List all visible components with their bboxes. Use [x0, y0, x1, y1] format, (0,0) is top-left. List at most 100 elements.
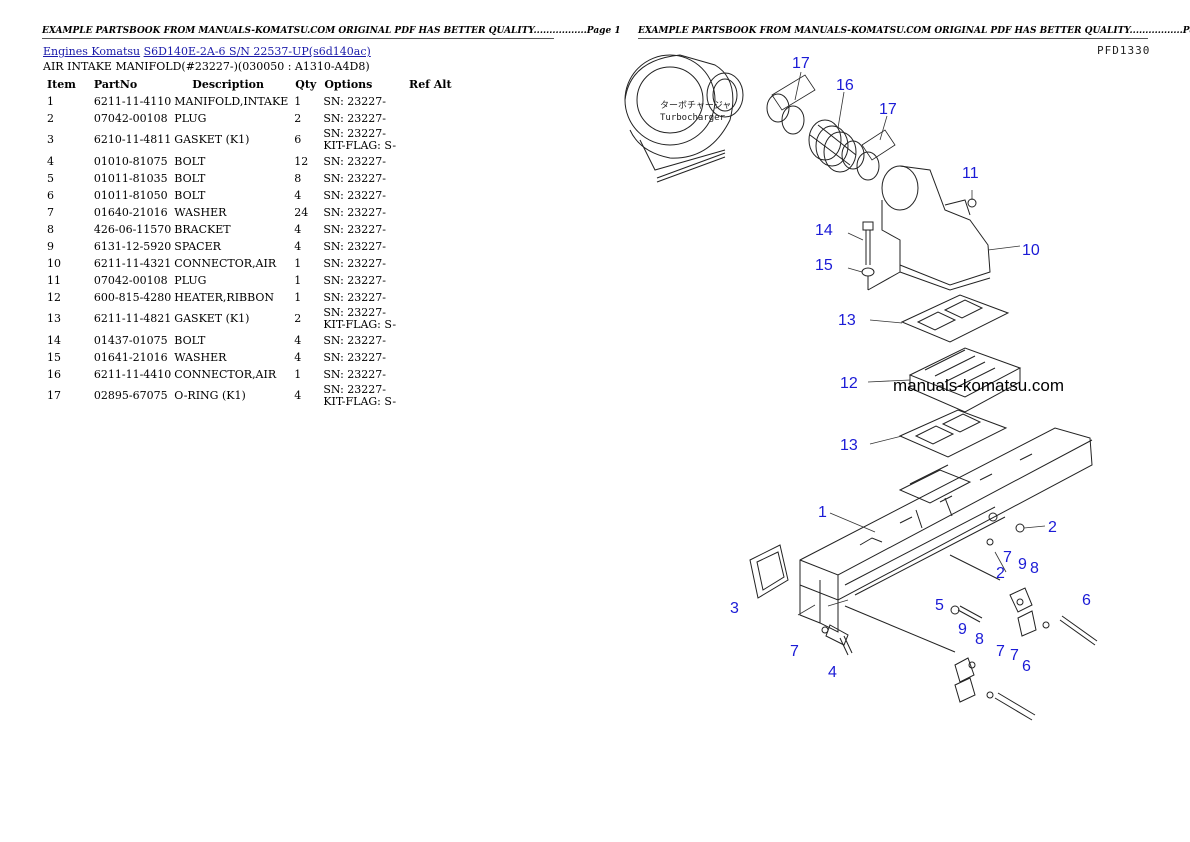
col-header-ref-alt: Ref Alt — [409, 77, 452, 91]
cell-item: 14 — [47, 333, 61, 347]
col-header-description: Description — [192, 77, 264, 91]
cell-qty: 4 — [294, 350, 302, 364]
options-sn: SN: 23227- — [323, 127, 386, 140]
cell-options: SN: 23227- — [320, 110, 399, 127]
options-sn: SN: 23227- — [323, 205, 386, 219]
callout-item-7: 7 — [790, 643, 799, 660]
cell-item: 8 — [47, 222, 54, 236]
callout-item-10: 10 — [1022, 242, 1040, 259]
cell-item: 15 — [47, 350, 61, 364]
cell-partno: 01641-21016 — [93, 350, 168, 364]
cell-options: SN: 23227-KIT-FLAG: S- — [320, 383, 399, 409]
cell-options: SN: 23227- — [320, 93, 399, 110]
options-sn: SN: 23227- — [323, 111, 386, 125]
cell-options: SN: 23227- — [320, 204, 399, 221]
cell-options: SN: 23227- — [320, 238, 399, 255]
cell-partno: 02895-67075 — [93, 389, 168, 402]
cell-qty: 4 — [294, 389, 302, 402]
cell-description: BOLT — [174, 154, 206, 168]
callout-item-9: 9 — [1018, 556, 1027, 573]
col-header-partno: PartNo — [93, 77, 138, 91]
cell-ref-alt — [399, 366, 456, 383]
cell-ref-alt — [399, 127, 456, 153]
cell-item: 12 — [47, 290, 61, 304]
cell-description: PLUG — [174, 111, 207, 125]
breadcrumb-link-engines[interactable]: Engines Komatsu — [43, 45, 141, 58]
cell-description: PLUG — [174, 273, 207, 287]
cell-options: SN: 23227-KIT-FLAG: S- — [320, 306, 399, 332]
options-kit-flag: KIT-FLAG: S- — [323, 318, 397, 331]
cell-ref-alt — [399, 110, 456, 127]
cell-partno: 6211-11-4410 — [93, 367, 172, 381]
mounting-hardware-drawing — [821, 554, 1098, 721]
cell-qty: 2 — [294, 312, 302, 325]
cell-options: SN: 23227- — [320, 187, 399, 204]
turbo-label-en: Turbocharger — [660, 113, 726, 123]
cell-qty: 4 — [294, 333, 302, 347]
callout-item-11: 11 — [962, 165, 979, 182]
cell-ref-alt — [399, 221, 456, 238]
col-header-qty: Qty — [295, 77, 317, 91]
air-connector-16-drawing — [808, 119, 857, 173]
callout-item-7: 7 — [996, 643, 1005, 660]
section-title: AIR INTAKE MANIFOLD(#23227-)(030050 : A1… — [43, 60, 370, 73]
callout-item-8: 8 — [1030, 560, 1039, 577]
callout-item-2: 2 — [1048, 519, 1057, 536]
gasket-13-upper-drawing — [900, 294, 1010, 343]
cell-partno: 600-815-4280 — [93, 290, 172, 304]
cell-partno: 426-06-11570 — [93, 222, 172, 236]
cell-options: SN: 23227- — [320, 153, 399, 170]
cell-options: SN: 23227- — [320, 332, 399, 349]
cell-ref-alt — [399, 204, 456, 221]
cell-partno: 6211-11-4110 — [93, 94, 172, 108]
cell-partno: 01640-21016 — [93, 205, 168, 219]
options-sn: SN: 23227- — [323, 94, 386, 108]
cell-item: 5 — [47, 171, 54, 185]
callout-item-3: 3 — [730, 600, 739, 617]
callout-item-5: 5 — [935, 597, 944, 614]
cell-partno: 6211-11-4321 — [93, 256, 172, 270]
options-sn: SN: 23227- — [323, 367, 386, 381]
cell-partno: 07042-00108 — [93, 273, 168, 287]
cell-description: O-RING (K1) — [174, 389, 246, 402]
cell-item: 6 — [47, 188, 54, 202]
cell-options: SN: 23227- — [320, 170, 399, 187]
callout-item-17: 17 — [792, 55, 810, 72]
cell-qty: 24 — [294, 205, 309, 219]
cell-description: HEATER,RIBBON — [174, 290, 275, 304]
callout-item-13: 13 — [840, 437, 858, 454]
breadcrumb: Engines Komatsu S6D140E-2A-6 S/N 22537-U… — [43, 45, 371, 58]
cell-item: 4 — [47, 154, 54, 168]
callout-item-1: 1 — [818, 504, 827, 521]
cell-ref-alt — [399, 255, 456, 272]
cell-ref-alt — [399, 187, 456, 204]
turbocharger-drawing: ターボチャージャ Turbocharger — [624, 54, 744, 183]
options-sn: SN: 23227- — [323, 188, 386, 202]
cell-qty: 1 — [294, 256, 302, 270]
cell-description: BOLT — [174, 171, 206, 185]
callout-item-7: 7 — [1010, 647, 1019, 664]
options-sn: SN: 23227- — [323, 239, 386, 253]
cell-ref-alt — [399, 153, 456, 170]
options-sn: SN: 23227- — [323, 222, 386, 236]
callout-item-6: 6 — [1022, 658, 1031, 675]
breadcrumb-link-model[interactable]: S6D140E-2A-6 S/N 22537-UP(s6d140ac) — [143, 45, 371, 58]
callout-item-12: 12 — [840, 375, 858, 392]
cell-item: 16 — [47, 367, 61, 381]
leader-lines — [794, 71, 1046, 616]
cell-description: BOLT — [174, 333, 206, 347]
options-kit-flag: KIT-FLAG: S- — [323, 395, 397, 408]
cell-qty: 8 — [294, 171, 302, 185]
callout-item-6: 6 — [1082, 592, 1091, 609]
callout-item-17: 17 — [879, 101, 897, 118]
